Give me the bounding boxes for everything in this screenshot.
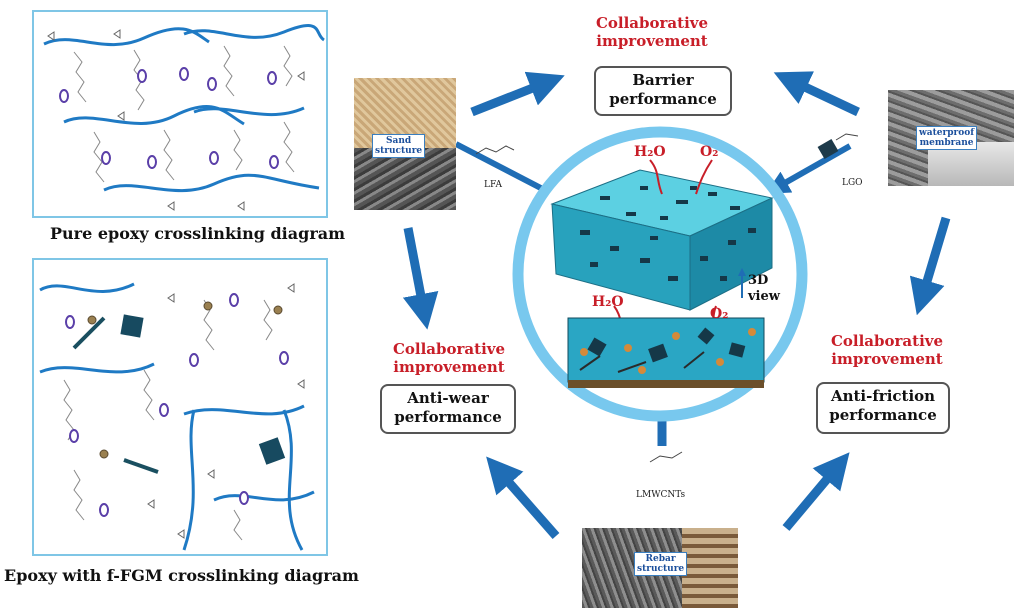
fgm-epoxy-panel (32, 258, 328, 556)
antifriction-collab-line1: Collaborative (830, 332, 944, 350)
sand-tag-line1: Sand (386, 136, 412, 146)
antiwear-performance-box: Anti-wear performance (380, 384, 516, 434)
membrane-tag-line1: waterproof (919, 128, 975, 138)
lmwcnts-label: LMWCNTs (636, 490, 686, 500)
o2-top-label: O₂ (700, 144, 718, 160)
fgm-epoxy-network (39, 282, 315, 551)
epoxy-3d-block (550, 169, 774, 311)
barrier-collab-line1: Collaborative (595, 14, 709, 32)
h2o-bottom-label: H₂O (592, 294, 624, 310)
pure-epoxy-panel (32, 10, 328, 218)
lgo-label: LGO (842, 178, 863, 188)
coating-cross-section (567, 317, 765, 388)
antiwear-perf-line2: performance (394, 408, 502, 426)
rebar-structure-photo: Rebar structure (582, 528, 738, 608)
h2o-top-label: H₂O (634, 144, 666, 160)
antiwear-collab-line2: improvement (393, 358, 505, 376)
lfa-label: LFA (484, 180, 502, 190)
antifriction-collab-label: Collaborative improvement (812, 332, 962, 368)
barrier-performance-box: Barrier performance (594, 66, 732, 116)
antifriction-performance-box: Anti-friction performance (816, 382, 950, 434)
rebar-tag-line2: structure (637, 564, 685, 574)
arrow-rebar-to-antifriction (782, 452, 850, 531)
waterproof-membrane-photo: waterproof membrane (888, 90, 1014, 186)
sand-structure-photo: Sand structure (354, 78, 456, 210)
graphene-flake-icon (120, 314, 144, 338)
barrier-collab-label: Collaborative improvement (572, 14, 732, 50)
view-label-view: view (747, 289, 781, 304)
arrow-sand-to-barrier (470, 71, 565, 117)
barrier-perf-line1: Barrier (632, 71, 694, 89)
o2-bottom-label: O₂ (710, 306, 728, 322)
graphene-flake-icon (258, 437, 286, 465)
arrow-membrane-to-antifriction (909, 216, 951, 316)
membrane-tag-line2: membrane (919, 138, 974, 148)
lgo-flake-icon (817, 138, 839, 160)
arrow-sand-to-antiwear (402, 227, 439, 330)
antiwear-collab-line1: Collaborative (392, 340, 506, 358)
rebar-tag-line1: Rebar (645, 554, 676, 564)
arrow-rebar-to-antiwear (486, 456, 560, 539)
arrow-lgo-to-center (765, 143, 852, 194)
pure-epoxy-caption: Pure epoxy crosslinking diagram (50, 224, 346, 243)
sand-tag-line2: structure (375, 146, 423, 156)
view-label-3d: 3D (748, 273, 768, 288)
antiwear-perf-line1: Anti-wear (407, 389, 489, 407)
antiwear-collab-label: Collaborative improvement (374, 340, 524, 376)
antifriction-perf-line2: performance (829, 406, 937, 424)
antifriction-perf-line1: Anti-friction (830, 387, 936, 405)
fgm-epoxy-caption: Epoxy with f-FGM crosslinking diagram (4, 566, 359, 585)
antifriction-collab-line2: improvement (831, 350, 943, 368)
barrier-perf-line2: performance (609, 90, 717, 108)
barrier-collab-line2: improvement (596, 32, 708, 50)
pure-epoxy-network (43, 24, 325, 211)
arrow-membrane-to-barrier (773, 71, 860, 117)
